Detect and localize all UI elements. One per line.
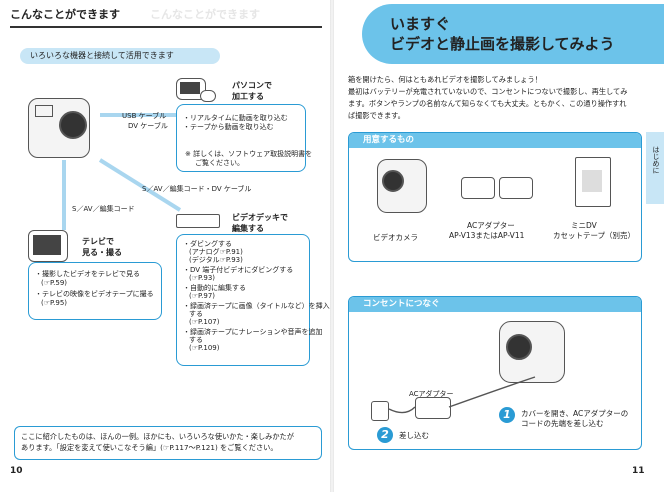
left-page: こんなことができます こんなことができます いろいろな機器と接続して活用できます… <box>0 0 330 492</box>
title-banner <box>362 4 664 64</box>
item-label-adapter-model: AP-V13またはAP-V11 <box>449 231 525 240</box>
page-number-right: 11 <box>632 466 645 476</box>
computer-icon <box>176 78 206 100</box>
left-title: こんなことができます <box>10 8 120 21</box>
left-title-ghost: こんなことができます <box>150 8 260 21</box>
right-title: いますぐ ビデオと静止画を撮影してみよう <box>390 15 615 53</box>
camcorder-icon <box>499 321 565 383</box>
video-deck-icon <box>176 214 220 228</box>
ac-adapter-icon <box>461 177 495 199</box>
section-heading: いろいろな機器と接続して活用できます <box>30 51 174 60</box>
camcorder-icon <box>377 159 427 213</box>
side-tab: はじめに <box>646 132 664 204</box>
step1-line1: カバーを開き、ACアダプターの <box>521 409 629 418</box>
items-panel: 用意するもの ビデオカメラ ACアダプター AP-V13またはAP-V11 ミニ… <box>348 132 642 262</box>
tv-icon <box>28 230 68 262</box>
book-gutter <box>329 0 335 492</box>
item-label-camera: ビデオカメラ <box>373 233 418 242</box>
section1-heading: 用意するもの <box>363 135 415 145</box>
deck-link <box>98 158 182 212</box>
pc-heading: パソコンで加工する <box>232 81 272 101</box>
camcorder-icon <box>28 98 90 158</box>
step2-number: 2 <box>377 427 393 443</box>
item-label-tape-note: カセットテープ（別売） <box>553 231 636 240</box>
wall-outlet-icon <box>371 401 389 421</box>
keyboard-icon <box>200 90 216 102</box>
tv-link <box>62 160 66 230</box>
step1-line2: コードの先端を差し込む <box>521 419 604 428</box>
section2-heading: コンセントにつなぐ <box>363 299 440 309</box>
pc-box: ・リアルタイムに動画を取り込む ・テープから動画を取り込む ※ 詳しくは、ソフト… <box>176 104 312 172</box>
title-rule <box>10 26 322 28</box>
tv-heading: テレビで見る・撮る <box>82 237 122 257</box>
connect-panel: コンセントにつなぐ ACアダプター 1 カバーを開き、ACアダプターの コードの… <box>348 296 642 450</box>
section-pill: いろいろな機器と接続して活用できます <box>20 48 220 64</box>
right-page: いますぐ ビデオと静止画を撮影してみよう 箱を開けたら、何はともあれビデオを撮影… <box>334 0 664 492</box>
ac-adapter-icon <box>415 397 451 419</box>
adapter-label: ACアダプター <box>409 390 454 398</box>
tv-box: ・撮影したビデオをテレビで見る (☞P.59) ・テレビの映像をビデオテープに撮… <box>28 262 162 320</box>
intro-text: 箱を開けたら、何はともあれビデオを撮影してみましょう！ 最初はバッテリーが充電さ… <box>348 75 628 120</box>
item-label-adapter: ACアダプター <box>467 221 515 230</box>
adapter-cord <box>388 376 536 414</box>
item-label-tape: ミニDV <box>571 221 597 230</box>
deck-heading: ビデオデッキで編集する <box>232 213 288 233</box>
cassette-tape-icon <box>575 157 611 207</box>
deck-cable-label: S／AV／編集コード・DV ケーブル <box>142 185 252 193</box>
ac-adapter-icon <box>499 177 533 199</box>
deck-box: ・ダビングする (アナログ☞P.91) (デジタル☞P.93) ・DV 端子付ビ… <box>176 234 330 366</box>
page-number-left: 10 <box>10 466 23 476</box>
step2-text: 差し込む <box>399 431 429 440</box>
footer-note: ここに紹介したものは、ほんの一例。ほかにも、いろいろな使いかた・楽しみかたが あ… <box>14 426 322 460</box>
step1-number: 1 <box>499 407 515 423</box>
pc-link <box>100 113 176 117</box>
tv-cable-label: S／AV／編集コード <box>72 205 135 213</box>
